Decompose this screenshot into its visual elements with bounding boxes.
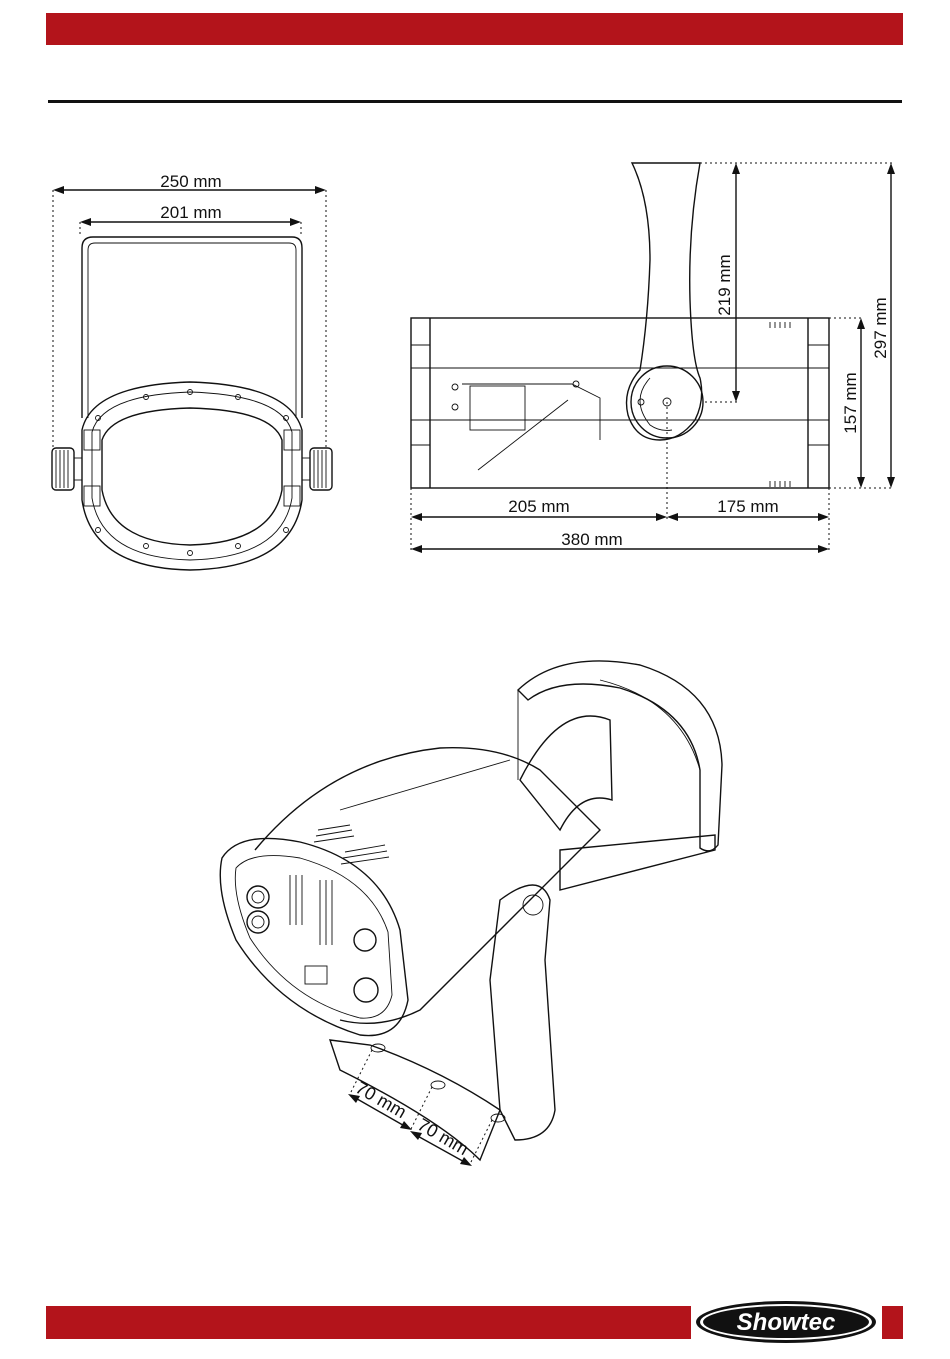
dim-height-total: 297 mm	[871, 297, 890, 358]
footer-band-tail	[882, 1306, 903, 1339]
dim-depth-rear: 205 mm	[508, 497, 569, 516]
dim-inner-width: 201 mm	[160, 203, 221, 222]
side-view: 219 mm 297 mm 157 mm 205 mm 175 mm 380 m…	[411, 163, 895, 553]
dim-height-yoke: 219 mm	[715, 254, 734, 315]
dim-hole-spacing-2: 70 mm	[414, 1114, 472, 1159]
showtec-logo: Showtec	[693, 1299, 879, 1345]
logo-text: Showtec	[737, 1309, 836, 1336]
dim-overall-width: 250 mm	[160, 172, 221, 191]
footer-band	[46, 1306, 691, 1339]
dim-hole-spacing-1: 70 mm	[352, 1077, 410, 1122]
dim-depth-total: 380 mm	[561, 530, 622, 549]
isometric-view: 70 mm 70 mm	[220, 661, 722, 1166]
dim-height-body: 157 mm	[841, 372, 860, 433]
dim-depth-front: 175 mm	[717, 497, 778, 516]
front-view: 250 mm 201 mm	[52, 172, 332, 570]
